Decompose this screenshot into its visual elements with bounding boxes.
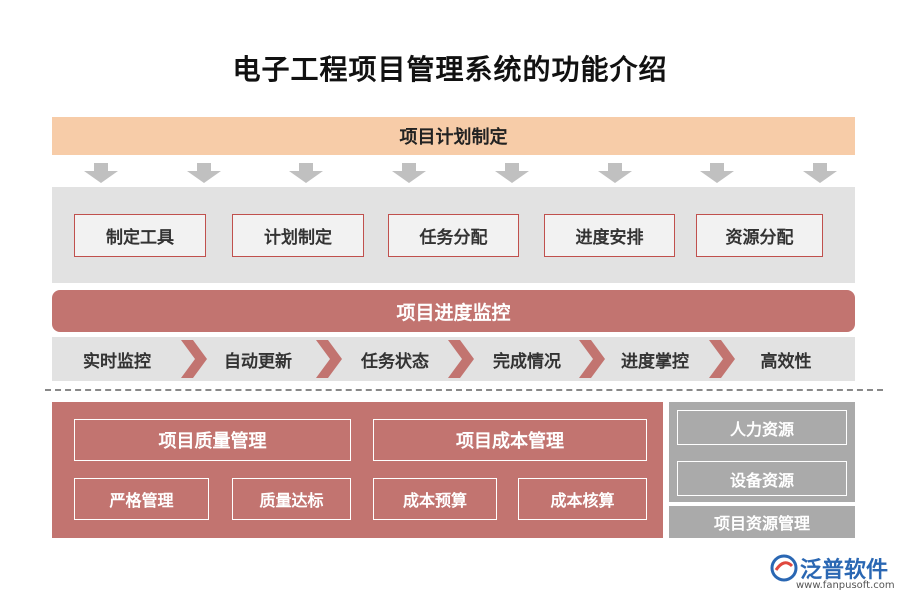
resource-panel (669, 402, 855, 502)
page-title: 电子工程项目管理系统的功能介绍 (232, 53, 668, 86)
cost-section-header: 项目成本管理 (373, 419, 647, 461)
flow-step-task-status: 任务状态 (361, 351, 429, 372)
quality-item-strict: 严格管理 (74, 478, 209, 520)
arrow-down-icon (186, 163, 221, 183)
flow-step-realtime: 实时监控 (83, 351, 151, 372)
quality-item-standard: 质量达标 (232, 478, 351, 520)
cost-item-budget: 成本预算 (373, 478, 497, 520)
flow-step-progress-control: 进度掌控 (621, 351, 689, 372)
plan-section-header: 项目计划制定 (52, 117, 855, 155)
section-divider (45, 389, 883, 391)
plan-item-task-assign: 任务分配 (388, 214, 519, 257)
quality-section-header: 项目质量管理 (74, 419, 351, 461)
brand-name: 泛普软件 (800, 558, 889, 583)
chevron-right-icon (709, 340, 735, 378)
chevron-right-icon (181, 340, 207, 378)
down-arrow-row (52, 163, 855, 183)
brand-url: www.fanpusoft.com (796, 580, 895, 591)
flow-step-completion: 完成情况 (493, 351, 561, 372)
arrow-down-icon (289, 163, 324, 183)
chevron-right-icon (316, 340, 342, 378)
arrow-down-icon (597, 163, 632, 183)
plan-item-tools: 制定工具 (74, 214, 206, 257)
plan-item-planning: 计划制定 (232, 214, 364, 257)
arrow-down-icon (392, 163, 427, 183)
arrow-down-icon (700, 163, 735, 183)
resource-item-equipment: 设备资源 (677, 461, 847, 496)
arrow-down-icon (84, 163, 118, 183)
quality-cost-panel (52, 402, 663, 538)
flow-step-efficiency: 高效性 (760, 351, 812, 372)
arrow-down-icon (494, 163, 529, 183)
plan-item-resource-assign: 资源分配 (696, 214, 823, 257)
chevron-right-icon (448, 340, 474, 378)
resource-item-human: 人力资源 (677, 410, 847, 445)
brand-swirl-icon (770, 554, 798, 582)
arrow-down-icon (803, 163, 837, 183)
chevron-right-icon (579, 340, 605, 378)
plan-item-schedule: 进度安排 (544, 214, 675, 257)
resource-section-header: 项目资源管理 (669, 506, 855, 538)
brand-logo: 泛普软件 www.fanpusoft.com (770, 552, 895, 594)
monitor-section-header: 项目进度监控 (52, 290, 855, 332)
cost-item-accounting: 成本核算 (518, 478, 647, 520)
flow-step-auto-update: 自动更新 (224, 351, 292, 372)
